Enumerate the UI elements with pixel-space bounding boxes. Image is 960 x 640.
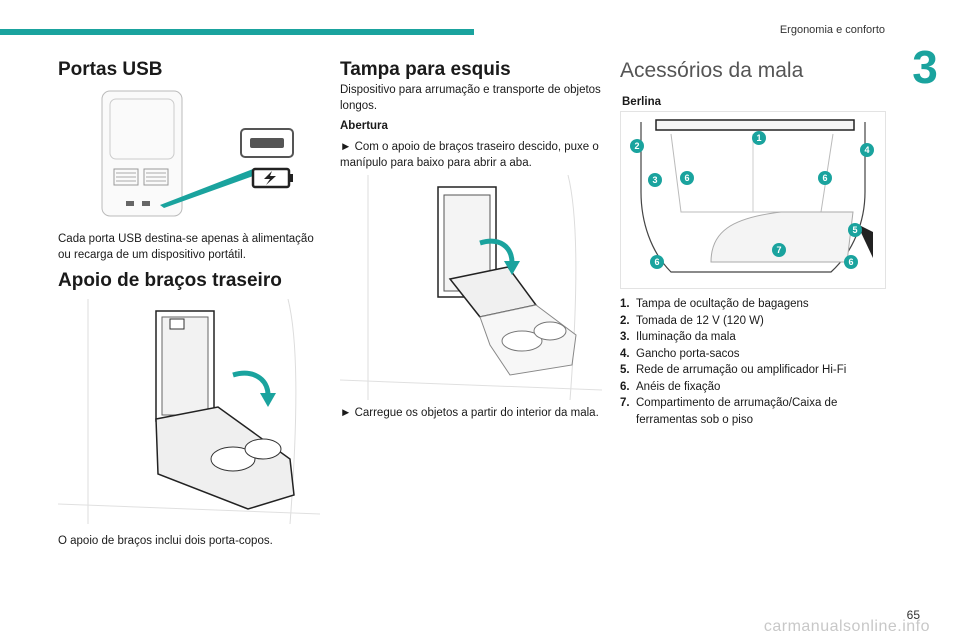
svg-text:5: 5 [852, 225, 857, 235]
svg-text:4: 4 [864, 145, 869, 155]
trunk-callout-2: 2 [630, 139, 644, 153]
trunk-callout-7: 7 [772, 243, 786, 257]
legend-item: 5.Rede de arrumação ou amplificador Hi-F… [620, 364, 847, 376]
legend-item: 4.Gancho porta-sacos [620, 347, 740, 360]
ski-subheading: Abertura [340, 120, 388, 132]
watermark: carmanualsonline.info [763, 618, 930, 635]
trunk-callout-6c: 6 [650, 255, 664, 269]
trunk-illustration: 1 2 3 6 4 6 5 7 6 6 [620, 111, 886, 289]
legend-item: 1.Tampa de ocultação de bagagens [620, 298, 809, 310]
svg-text:2: 2 [634, 141, 639, 151]
ski-heading: Tampa para esquis [340, 59, 511, 80]
trunk-callout-3: 3 [648, 173, 662, 187]
trunk-callout-4: 4 [860, 143, 874, 157]
armrest-caption: O apoio de braços inclui dois porta-copo… [58, 535, 273, 547]
legend-item: 2.Tomada de 12 V (120 W) [620, 314, 764, 327]
usb-illustration [98, 89, 320, 221]
trunk-legend: 1.Tampa de ocultação de bagagens 2.Tomad… [620, 296, 890, 428]
svg-text:6: 6 [822, 173, 827, 183]
ski-flap-illustration [339, 174, 603, 401]
trunk-callout-5: 5 [848, 223, 862, 237]
svg-text:6: 6 [684, 173, 689, 183]
page-number: 65 [906, 608, 920, 622]
svg-text:6: 6 [848, 257, 853, 267]
trunk-heading: Acessórios da mala [620, 59, 804, 82]
legend-item: 6.Anéis de fixação [620, 380, 721, 393]
ski-step-1: ► Com o apoio de braços traseiro descido… [340, 141, 599, 169]
chapter-number: 3 [912, 41, 938, 93]
usb-heading: Portas USB [58, 59, 163, 80]
svg-text:6: 6 [654, 257, 659, 267]
ski-intro: Dispositivo para arrumação e transporte … [340, 84, 601, 112]
armrest-heading: Apoio de braços traseiro [58, 270, 282, 291]
legend-item: 3.Iluminação da mala [620, 331, 736, 343]
trunk-callout-6b: 6 [818, 171, 832, 185]
armrest-illustration [57, 298, 321, 525]
trunk-callout-6a: 6 [680, 171, 694, 185]
usb-text: Cada porta USB destina-se apenas à alime… [58, 233, 314, 261]
svg-text:3: 3 [652, 175, 657, 185]
trunk-callout-6d: 6 [844, 255, 858, 269]
trunk-subheading: Berlina [622, 96, 661, 108]
svg-text:7: 7 [776, 245, 781, 255]
ski-step-2: ► Carregue os objetos a partir do interi… [340, 407, 599, 419]
trunk-callout-1: 1 [752, 131, 766, 145]
header-accent-bar [0, 29, 474, 35]
section-title: Ergonomia e conforto [779, 24, 885, 36]
legend-item: 7.Compartimento de arrumação/Caixa de fe… [620, 397, 838, 426]
svg-text:1: 1 [756, 133, 761, 143]
